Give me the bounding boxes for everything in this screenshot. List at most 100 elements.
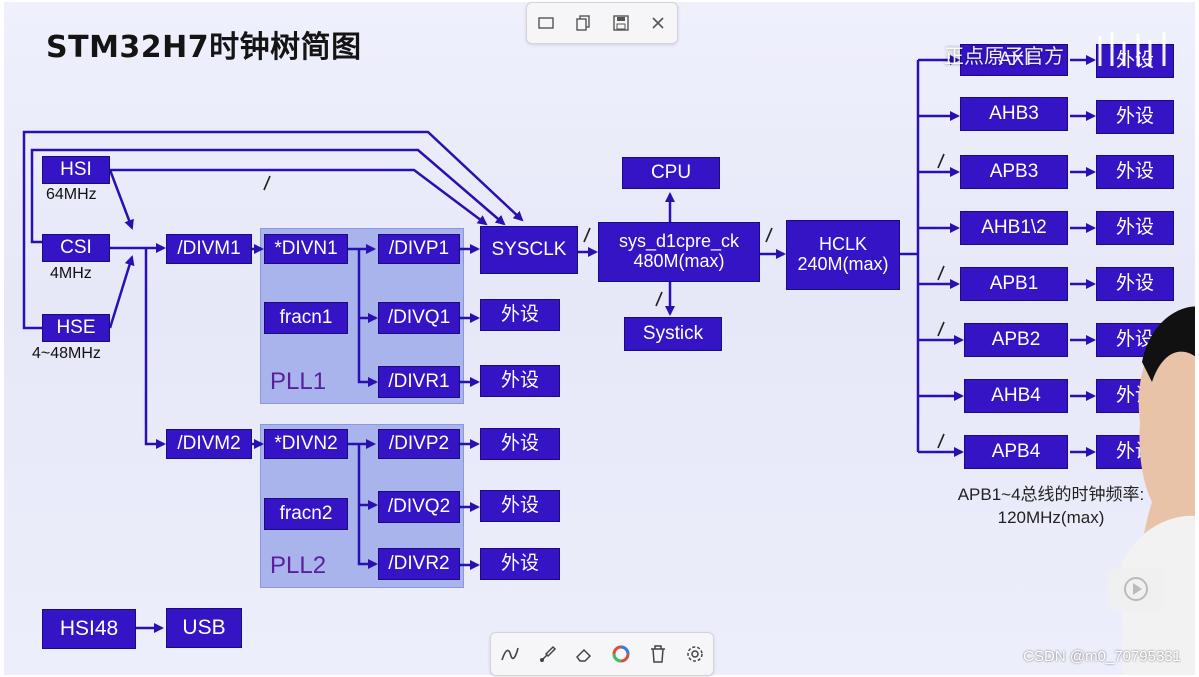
bus-apb3: APB3 [960,155,1068,189]
bus-apb2: APB2 [964,323,1068,357]
bus-label: APB4 [991,440,1041,462]
bus-label: APB2 [991,328,1041,350]
divn1-box: *DIVN1 [264,234,348,264]
apb-note-line2: 120MHz(max) [997,507,1105,527]
hsi-box: HSI [42,156,110,184]
ahb1-2-peripheral: 外设 [1096,211,1174,245]
divn2-label: *DIVN2 [274,432,338,454]
csdn-watermark: CSDN @m0_70795331 [1023,648,1181,665]
divp1-box: /DIVP1 [378,234,460,264]
divq2-label: /DIVQ2 [387,495,451,517]
fracn1-box: fracn1 [264,302,348,334]
play-button[interactable] [1108,567,1164,611]
settings-icon[interactable] [684,643,706,665]
bus-apb4: APB4 [964,435,1068,469]
peripheral-label: 外设 [500,552,539,574]
peripheral-label: 外设 [1115,328,1154,350]
divq2-box: /DIVQ2 [378,491,460,523]
fracn2-box: fracn2 [264,498,348,530]
divm2-label: /DIVM2 [177,432,241,454]
hclk-box: HCLK 240M(max) [786,220,900,290]
peripheral-label: 外设 [1115,216,1154,238]
csi-box: CSI [42,234,110,262]
cpu-box: CPU [622,157,720,189]
csi-freq: 4MHz [50,265,92,282]
usb-box: USB [166,608,242,648]
bus-label: AHB1\2 [981,216,1047,238]
hse-box: HSE [42,314,110,342]
brush-icon[interactable] [536,643,558,665]
bus-ahb3: AHB3 [960,97,1068,131]
peripheral-label: 外设 [500,494,539,516]
divq1-box: /DIVQ1 [378,302,460,334]
pll1-r-peripheral: 外设 [480,365,560,397]
systick-box: Systick [624,317,722,351]
d1cpre-max: 480M(max) [633,251,725,271]
divp1-label: /DIVP1 [388,237,450,259]
divp2-label: /DIVP2 [388,432,450,454]
ahb3-peripheral: 外设 [1096,100,1174,134]
divn2-box: *DIVN2 [264,429,348,459]
divr2-label: /DIVR2 [388,552,450,574]
trash-icon[interactable] [647,643,669,665]
copy-icon[interactable] [572,12,594,34]
hclk-max: 240M(max) [797,254,889,274]
hse-label: HSE [56,316,96,338]
apb1-peripheral: 外设 [1096,267,1174,301]
color-icon[interactable] [610,643,632,665]
sysclk-box: SYSCLK [480,226,578,274]
peripheral-label: 外设 [1115,105,1154,127]
peripheral-label: 外设 [500,303,539,325]
hse-freq: 4~48MHz [32,345,101,362]
bus-label: AHB3 [989,102,1039,124]
clock-wires [22,55,1096,633]
presenter-image [1122,306,1195,675]
divr1-label: /DIVR1 [388,370,450,392]
close-icon[interactable] [647,12,669,34]
window-icon[interactable] [535,12,557,34]
pll2-r-peripheral: 外设 [480,548,560,580]
bus-label: APB1 [989,272,1039,294]
hsi-freq: 64MHz [46,186,97,203]
fracn2-label: fracn2 [279,502,333,524]
pll1-name: PLL1 [270,368,327,395]
watermark-logo-icon [1098,32,1166,66]
systick-label: Systick [642,322,704,344]
apb3-peripheral: 外设 [1096,155,1174,189]
fracn1-label: fracn1 [279,306,333,328]
hsi48-box: HSI48 [42,609,136,649]
play-icon [1124,577,1148,601]
page-title: STM32H7时钟树简图 [46,30,362,65]
hclk-label: HCLK [818,234,867,255]
watermark-text: 正点原子官方 [944,44,1064,68]
save-icon[interactable] [610,12,632,34]
d1cpre-label: sys_d1cpre_ck [618,231,740,252]
divr1-box: /DIVR1 [378,366,460,398]
pll2-p-peripheral: 外设 [480,428,560,460]
divp2-box: /DIVP2 [378,429,460,459]
apb-note-line1: APB1~4总线的时钟频率: [957,485,1145,504]
divq1-label: /DIVQ1 [387,306,451,328]
bus-label: APB3 [989,160,1039,182]
divn1-label: *DIVN1 [274,237,338,259]
pll1-q-peripheral: 外设 [480,299,560,331]
peripheral-label: 外设 [500,369,539,391]
window-toolbar [526,2,678,44]
eraser-icon[interactable] [573,643,595,665]
bus-axi: AXI [960,44,1068,76]
cpu-label: CPU [650,161,692,183]
divr2-box: /DIVR2 [378,548,460,580]
peripheral-label: 外设 [1115,160,1154,182]
peripheral-label: 外设 [1115,272,1154,294]
bus-ahb1-2: AHB1\2 [960,211,1068,245]
apb-note: APB1~4总线的时钟频率: 120MHz(max) [926,484,1176,530]
bus-label: AXI [998,48,1030,70]
pll2-name: PLL2 [270,552,327,579]
d1cpre-box: sys_d1cpre_ck 480M(max) [598,222,760,282]
slide: STM32H7时钟树简图 [4,2,1195,675]
bus-label: AHB4 [991,384,1041,406]
pen-icon[interactable] [499,643,521,665]
divm2-box: /DIVM2 [166,429,252,459]
divm1-label: /DIVM1 [177,237,241,259]
bus-apb1: APB1 [960,267,1068,301]
